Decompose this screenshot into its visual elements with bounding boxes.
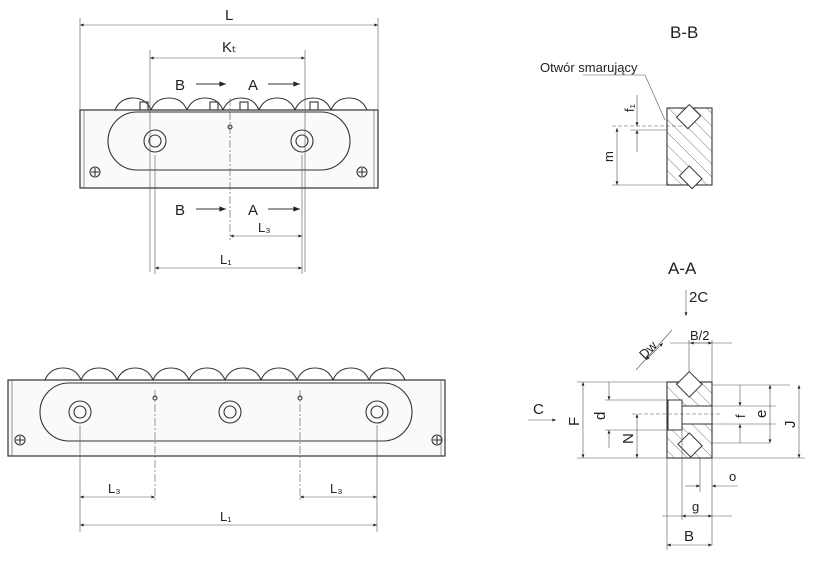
mounting-hole xyxy=(290,129,314,153)
mounting-hole xyxy=(68,400,92,424)
section-B-marker: B xyxy=(175,77,185,94)
section-aa-title: A-A xyxy=(668,259,697,278)
dim-Kt: Kₜ xyxy=(222,39,236,56)
dim-F: F xyxy=(566,417,583,426)
mounting-hole xyxy=(143,129,167,153)
dim-L1: L₁ xyxy=(220,509,232,524)
top-view: L Kₜ B A B A L₃ L₁ xyxy=(79,7,379,274)
section-bb: B-B Otwór smarujący f₁ m xyxy=(540,23,713,190)
roller-chain-bottom xyxy=(44,367,406,382)
section-A-marker: A xyxy=(248,202,258,219)
dim-B-half: B/2 xyxy=(690,328,710,343)
dim-f: f xyxy=(733,414,748,418)
screw-icon xyxy=(431,434,443,446)
dim-L3: L₃ xyxy=(258,220,271,235)
roller-chain-top xyxy=(114,97,368,112)
load-C-label: C xyxy=(533,401,544,418)
dim-L1: L₁ xyxy=(220,252,232,267)
dim-o: o xyxy=(729,469,736,484)
roller-slot xyxy=(107,111,351,171)
mounting-hole xyxy=(365,400,389,424)
screw-icon xyxy=(14,434,26,446)
dim-L3-left: L₃ xyxy=(108,481,121,496)
section-aa: A-A 2C B/2 Dw C F d N f xyxy=(528,259,805,550)
screw-icon xyxy=(356,166,368,178)
dim-Dw: Dw xyxy=(636,338,660,362)
dim-B: B xyxy=(684,528,694,545)
screw-icon xyxy=(89,166,101,178)
dim-m: m xyxy=(601,151,616,162)
dim-d: d xyxy=(592,412,609,420)
section-A-marker: A xyxy=(248,77,258,94)
section-B-marker: B xyxy=(175,202,185,219)
rail-body xyxy=(79,109,379,189)
lubrication-hole-label: Otwór smarujący xyxy=(540,60,638,75)
dim-g: g xyxy=(692,499,699,514)
dim-J: J xyxy=(782,421,799,429)
dim-N: N xyxy=(620,433,637,444)
roller-slot xyxy=(39,382,413,442)
mounting-hole xyxy=(218,400,242,424)
load-2C-label: 2C xyxy=(689,289,708,306)
dim-f1: f₁ xyxy=(622,103,637,112)
dim-L3-right: L₃ xyxy=(330,481,343,496)
bottom-view: L₃ L₃ L₁ xyxy=(7,367,446,532)
dim-e: e xyxy=(753,410,770,418)
dim-L: L xyxy=(225,7,233,24)
section-bb-title: B-B xyxy=(670,23,698,42)
